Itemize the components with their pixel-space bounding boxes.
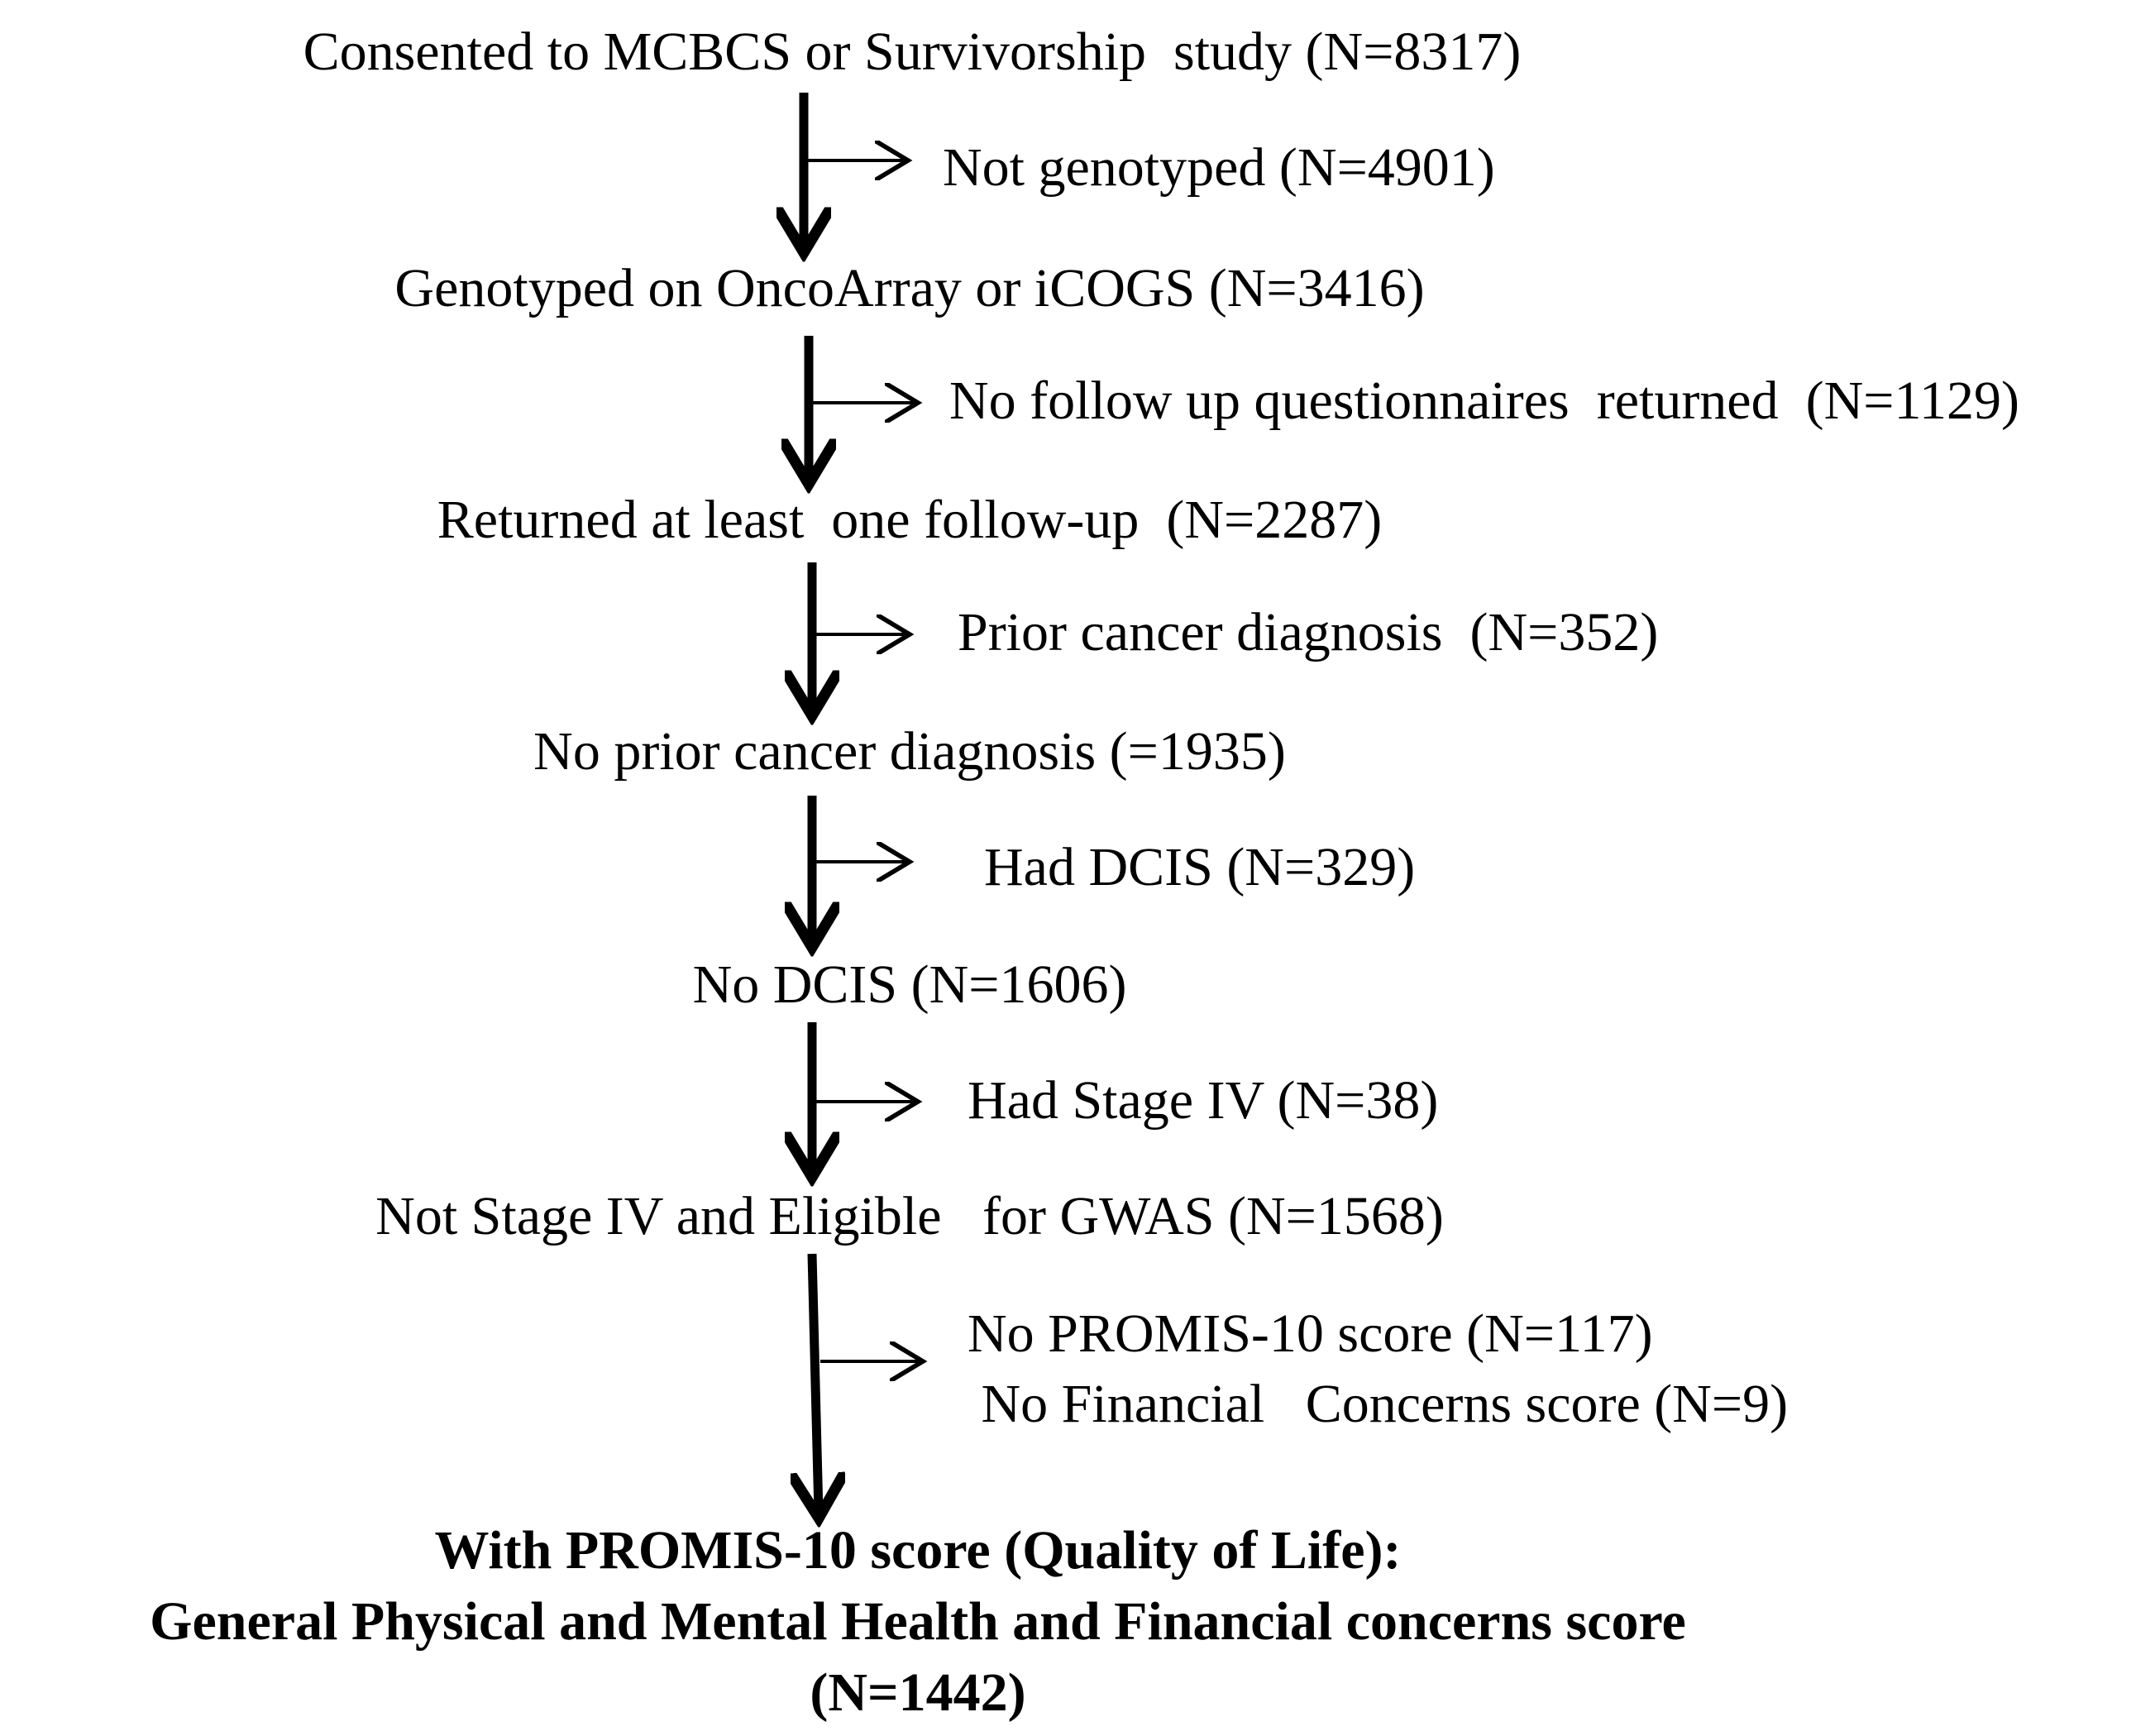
- exclusion-not-genotyped: Not genotyped (N=4901): [943, 137, 1495, 198]
- exclusion-had-stage-iv: Had Stage IV (N=38): [968, 1070, 1439, 1131]
- step-consented: Consented to MCBCS or Survivorship study…: [303, 22, 1522, 82]
- exclusion-no-financial-score: No Financial Concerns score (N=9): [968, 1374, 1789, 1434]
- down-arrow-6: [812, 1253, 819, 1514]
- step-no-dcis: No DCIS (N=1606): [692, 954, 1127, 1015]
- step-genotyped: Genotyped on OncoArray or iCOGS (N=3416): [394, 258, 1425, 318]
- exclusion-no-questionnaires: No follow up questionnaires returned (N=…: [949, 371, 2019, 431]
- step-returned-follow-up: Returned at least one follow-up (N=2287): [437, 490, 1383, 550]
- final-line-2: General Physical and Mental Health and F…: [150, 1591, 1686, 1652]
- exclusion-prior-cancer: Prior cancer diagnosis (N=352): [958, 602, 1659, 662]
- exclusion-no-promis-score: No PROMIS-10 score (N=117): [968, 1303, 1653, 1364]
- exclusion-had-dcis: Had DCIS (N=329): [984, 837, 1416, 897]
- final-line-3: (N=1442): [810, 1662, 1026, 1723]
- step-no-prior-cancer: No prior cancer diagnosis (=1935): [533, 721, 1286, 782]
- final-result: With PROMIS-10 score (Quality of Life): …: [150, 1515, 1686, 1729]
- step-not-stage-iv: Not Stage IV and Eligible for GWAS (N=15…: [375, 1186, 1444, 1246]
- final-line-1: With PROMIS-10 score (Quality of Life):: [434, 1520, 1402, 1581]
